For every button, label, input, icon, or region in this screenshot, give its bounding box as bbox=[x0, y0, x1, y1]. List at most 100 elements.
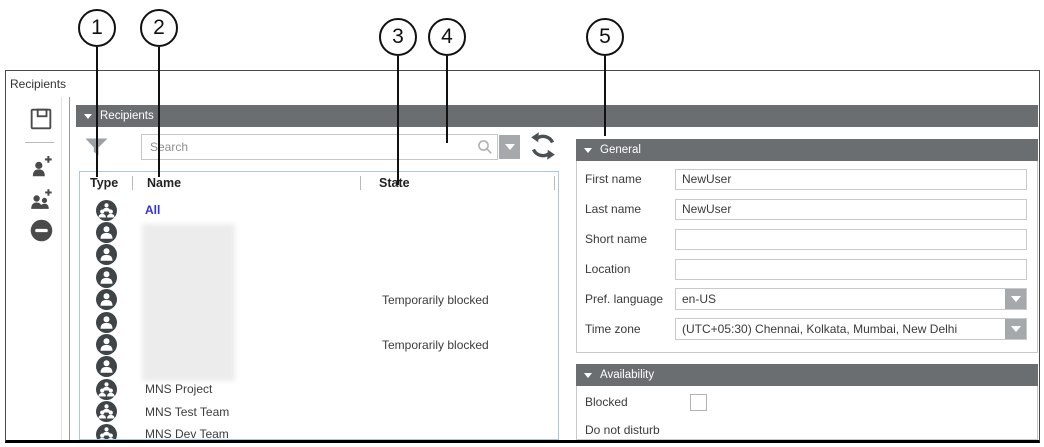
column-separator bbox=[554, 176, 555, 190]
callout-4: 4 bbox=[428, 18, 466, 56]
recipient-row[interactable]: MNS Test Team bbox=[80, 401, 558, 423]
form-field-row: Last name bbox=[577, 198, 1037, 220]
recipient-row[interactable] bbox=[80, 244, 558, 266]
callout-1: 1 bbox=[78, 9, 116, 47]
person-icon bbox=[95, 266, 117, 288]
blocked-label: Blocked bbox=[585, 395, 628, 409]
collapse-triangle-icon bbox=[584, 372, 592, 378]
recipient-row[interactable] bbox=[80, 311, 558, 333]
recipient-row[interactable]: Temporarily blocked bbox=[80, 289, 558, 311]
recipient-name: MNS Dev Team bbox=[145, 427, 229, 440]
recipient-row[interactable] bbox=[80, 221, 558, 244]
field-label: Location bbox=[585, 262, 631, 276]
recipient-row[interactable]: All bbox=[80, 199, 558, 221]
person-icon bbox=[95, 222, 117, 244]
group-icon bbox=[95, 401, 117, 423]
select-value: en-US bbox=[682, 292, 717, 306]
callout-5: 5 bbox=[586, 18, 624, 56]
collapse-triangle-icon bbox=[84, 113, 92, 119]
field-input[interactable] bbox=[675, 168, 1027, 190]
toolbar-separator-light bbox=[61, 97, 62, 440]
add-user-icon bbox=[32, 155, 52, 177]
search-icon bbox=[478, 140, 492, 154]
column-header-type[interactable]: Type bbox=[90, 176, 119, 190]
add-group-button[interactable] bbox=[27, 187, 55, 213]
redacted-names-overlay bbox=[142, 224, 235, 381]
callout-2: 2 bbox=[140, 9, 178, 47]
search-box bbox=[141, 134, 498, 160]
recipients-list-body: All bbox=[80, 199, 558, 440]
recipient-row[interactable] bbox=[80, 266, 558, 288]
refresh-icon bbox=[531, 132, 555, 160]
select-dropdown-button[interactable] bbox=[1005, 289, 1026, 309]
dropdown-triangle-icon bbox=[1010, 326, 1021, 332]
person-icon bbox=[95, 244, 117, 266]
recipients-section-header[interactable]: Recipients bbox=[76, 105, 1038, 127]
recipient-row[interactable]: Temporarily blocked bbox=[80, 333, 558, 356]
availability-panel: Blocked Do not disturb bbox=[576, 386, 1038, 440]
group-icon bbox=[95, 199, 117, 221]
field-label: Last name bbox=[585, 202, 642, 216]
field-input[interactable] bbox=[675, 228, 1027, 250]
recipients-section-title: Recipients bbox=[100, 110, 154, 122]
collapse-triangle-icon bbox=[584, 147, 592, 153]
widget-title: Recipients bbox=[10, 77, 67, 91]
recipient-name: MNS Project bbox=[145, 382, 213, 397]
field-label: Short name bbox=[585, 232, 648, 246]
group-icon bbox=[95, 378, 117, 400]
save-button[interactable] bbox=[27, 107, 55, 133]
blocked-checkbox[interactable] bbox=[690, 393, 707, 411]
general-fields: First name Last name Short name Location… bbox=[577, 168, 1037, 340]
recipient-row[interactable]: MNS Project bbox=[80, 378, 558, 400]
save-icon bbox=[30, 108, 52, 129]
remove-icon bbox=[30, 219, 52, 242]
select-value: (UTC+05:30) Chennai, Kolkata, Mumbai, Ne… bbox=[682, 322, 958, 336]
dropdown-triangle-icon bbox=[1010, 296, 1021, 302]
availability-section-title: Availability bbox=[600, 369, 655, 381]
field-input[interactable] bbox=[675, 198, 1027, 220]
recipient-name: All bbox=[145, 203, 161, 218]
availability-section-header[interactable]: Availability bbox=[576, 364, 1038, 386]
column-separator bbox=[360, 176, 361, 190]
recipient-state: Temporarily blocked bbox=[382, 337, 489, 352]
filter-icon[interactable] bbox=[85, 138, 108, 158]
person-icon bbox=[95, 311, 117, 333]
person-icon bbox=[95, 334, 117, 356]
recipient-row[interactable] bbox=[80, 356, 558, 378]
field-input[interactable] bbox=[675, 258, 1027, 280]
recipients-list: Type Name State bbox=[79, 171, 559, 440]
add-user-button[interactable] bbox=[27, 155, 55, 181]
search-input[interactable] bbox=[141, 134, 498, 160]
general-section-header[interactable]: General bbox=[576, 139, 1038, 161]
form-field-row: Time zone (UTC+05:30) Chennai, Kolkata, … bbox=[577, 318, 1037, 340]
recipient-name: MNS Test Team bbox=[145, 404, 230, 419]
column-header-state[interactable]: State bbox=[379, 176, 410, 190]
form-field-row: First name bbox=[577, 168, 1037, 190]
field-select[interactable]: en-US bbox=[675, 288, 1027, 310]
recipient-row[interactable]: MNS Dev Team bbox=[80, 423, 558, 440]
form-field-row: Location bbox=[577, 258, 1037, 280]
dropdown-triangle-icon bbox=[504, 144, 515, 150]
general-panel: First name Last name Short name Location… bbox=[576, 161, 1038, 353]
column-header-name[interactable]: Name bbox=[147, 176, 182, 190]
list-header: Type Name State bbox=[80, 172, 558, 194]
search-options-dropdown[interactable] bbox=[499, 135, 520, 159]
general-section-title: General bbox=[600, 144, 641, 156]
callout-3: 3 bbox=[379, 18, 417, 56]
select-dropdown-button[interactable] bbox=[1005, 319, 1026, 339]
remove-recipient-button[interactable] bbox=[27, 219, 55, 245]
do-not-disturb-label: Do not disturb bbox=[585, 423, 660, 437]
add-group-icon bbox=[31, 189, 52, 209]
refresh-button[interactable] bbox=[527, 131, 559, 163]
field-label: Pref. language bbox=[585, 292, 664, 306]
toolbar-separator bbox=[69, 97, 70, 440]
person-icon bbox=[95, 289, 117, 311]
column-separator bbox=[132, 176, 133, 190]
form-field-row: Short name bbox=[577, 228, 1037, 250]
field-select[interactable]: (UTC+05:30) Chennai, Kolkata, Mumbai, Ne… bbox=[675, 318, 1027, 340]
blocked-row: Blocked bbox=[577, 390, 1037, 414]
field-label: First name bbox=[585, 172, 642, 186]
field-label: Time zone bbox=[585, 322, 641, 336]
form-field-row: Pref. language en-US bbox=[577, 288, 1037, 310]
